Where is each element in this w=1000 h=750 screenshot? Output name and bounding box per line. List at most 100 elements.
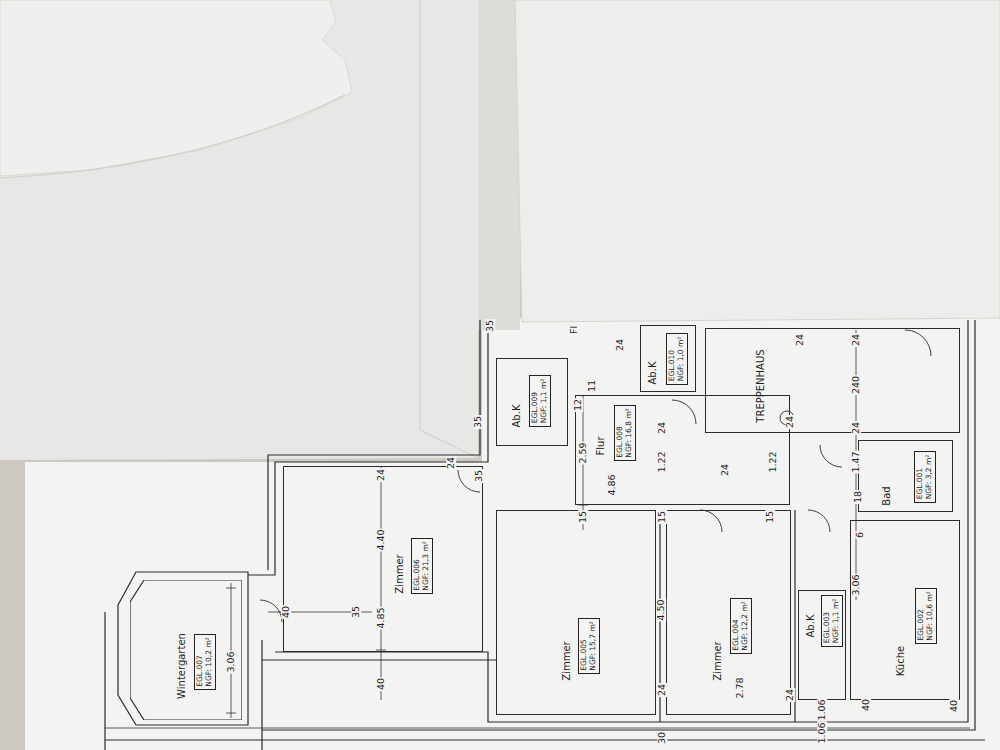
paper-strip	[476, 0, 520, 330]
text-group: EGL.008NGF: 16,8 m²	[616, 408, 633, 457]
dimension-label: 3.06	[851, 573, 861, 596]
room-name: Zimmer	[561, 641, 573, 680]
room-tag: EGL.007NGF: 10,2 m²	[194, 634, 216, 690]
text-group: EGL.003NGF: 1,1 m²	[823, 599, 840, 644]
room-code: NGF: 15,7 m²	[589, 621, 598, 670]
dimension-label: 4.50	[656, 598, 666, 621]
text-group: EGL.009NGF: 1,1 m²	[531, 379, 548, 424]
dimension-label: 35	[351, 605, 361, 619]
room: Ab.K EGL.003NGF: 1,1 m²	[798, 590, 846, 700]
dimension-label: 240	[851, 375, 861, 395]
dimension-label: 35	[474, 469, 484, 483]
room-code: EGL.004	[732, 601, 741, 650]
dimension-label: 2.78	[735, 676, 745, 699]
room-name: Küche	[895, 646, 907, 676]
dimension-lines	[105, 330, 970, 728]
dimension-label: 18	[853, 490, 863, 504]
dimension-label: 24	[446, 456, 456, 470]
dimension-label: 4.86	[607, 473, 617, 496]
text-group: EGL.005NGF: 15,7 m²	[580, 621, 597, 670]
text-group: Zimmer	[561, 641, 573, 680]
room-code: NGF: 10,6 m²	[926, 591, 935, 640]
room: Zimmer EGL.004NGF: 12,2 m²	[666, 510, 791, 715]
room-tag: EGL.002NGF: 10,6 m²	[915, 588, 937, 644]
room-code: EGL.002	[917, 591, 926, 640]
room-name: Zimmer	[712, 641, 724, 680]
room-code: EGL.009	[531, 379, 540, 424]
text-group: Wintergarten	[176, 633, 188, 699]
room-tag: EGL.001NGF: 3,2 m²	[914, 451, 936, 503]
room-code: EGL.007	[196, 637, 205, 686]
text-group: EGL.010NGF: 1,0 m²	[668, 337, 685, 382]
text-group: Zimmer	[394, 554, 406, 593]
dimension-label: 15	[578, 510, 588, 524]
room-name: TREPPENHAUS	[755, 349, 767, 422]
dimension-label: 40	[376, 677, 386, 691]
dimension-label: 4.85	[376, 606, 386, 629]
text-group: Zimmer	[712, 641, 724, 680]
dimension-label: 15	[765, 510, 775, 524]
walls	[105, 320, 985, 750]
room-name: Bad	[881, 486, 893, 505]
room-code: NGF: 12,2 m²	[741, 601, 750, 650]
room-tag: EGL.005NGF: 15,7 m²	[578, 618, 600, 674]
text-group: EGL.002NGF: 10,6 m²	[917, 591, 934, 640]
room-tag: EGL.009NGF: 1,1 m²	[529, 375, 551, 427]
dimension-label: 2.59	[578, 441, 588, 464]
torn-flap	[0, 0, 352, 176]
dimension-label: Fl	[569, 325, 579, 335]
text-group: EGL.001NGF: 3,2 m²	[916, 455, 933, 500]
room-code: EGL.003	[823, 599, 832, 644]
dimension-label: 12	[573, 398, 583, 412]
room-name: Flur	[595, 437, 607, 456]
room-code: EGL.006	[413, 541, 422, 590]
room-code: NGF: 21,3 m²	[422, 541, 431, 590]
dimension-label: 35	[473, 415, 483, 429]
text-group: Ab.K	[805, 615, 817, 638]
text-group: EGL.007NGF: 10,2 m²	[196, 637, 213, 686]
room-tag: EGL.004NGF: 12,2 m²	[730, 598, 752, 654]
dimension-label: 24	[657, 421, 667, 435]
dimension-label: 40	[861, 698, 871, 712]
envelope	[0, 0, 478, 460]
dimension-label: 1.06	[817, 698, 827, 721]
room-code: EGL.008	[616, 408, 625, 457]
dimension-label: 35	[485, 319, 495, 333]
text-group: Bad	[881, 486, 893, 505]
text-group: Ab.K	[511, 405, 523, 428]
text-group: EGL.006NGF: 21,3 m²	[413, 541, 430, 590]
room: Ab.KEGL.010NGF: 1,0 m²	[640, 325, 696, 392]
room-name: Ab.K	[805, 615, 817, 638]
room-code: NGF: 1,0 m²	[677, 337, 686, 382]
room-name: Zimmer	[394, 554, 406, 593]
dimension-label: 24	[785, 688, 795, 702]
dimension-label: 30	[657, 731, 667, 745]
dimension-label: 4.40	[376, 528, 386, 551]
dimension-label: 24	[657, 683, 667, 697]
room: Küche EGL.002NGF: 10,6 m²	[850, 520, 960, 700]
room: Zimmer EGL.005NGF: 15,7 m²	[496, 510, 656, 715]
room-code: NGF: 1,1 m²	[832, 599, 841, 644]
room-name: Ab.K	[511, 405, 523, 428]
dimension-label: 24	[851, 333, 861, 347]
dimension-label: 24	[851, 421, 861, 435]
room: TREPPENHAUS	[705, 328, 960, 433]
dimension-label: 24	[615, 338, 625, 352]
dimension-label: 6	[855, 531, 865, 539]
dimension-label: 24	[720, 463, 730, 477]
room-tag: EGL.010NGF: 1,0 m²	[666, 333, 688, 385]
dimension-label: 3.06	[226, 650, 236, 673]
dimension-label: 24	[376, 468, 386, 482]
room-code: EGL.010	[668, 337, 677, 382]
fold-line	[420, 0, 478, 458]
dimension-label: 24	[795, 333, 805, 347]
room: Ab.K EGL.009NGF: 1,1 m²	[496, 358, 568, 446]
dimension-label: 15	[657, 510, 667, 524]
text-group: TREPPENHAUS	[755, 349, 767, 422]
room: Wintergarten EGL.007NGF: 10,2 m²	[130, 580, 242, 720]
room-code: NGF: 1,1 m²	[540, 379, 549, 424]
text-group: Küche	[895, 646, 907, 676]
dimension-label: 40	[281, 605, 291, 619]
room-name: Wintergarten	[176, 633, 188, 699]
